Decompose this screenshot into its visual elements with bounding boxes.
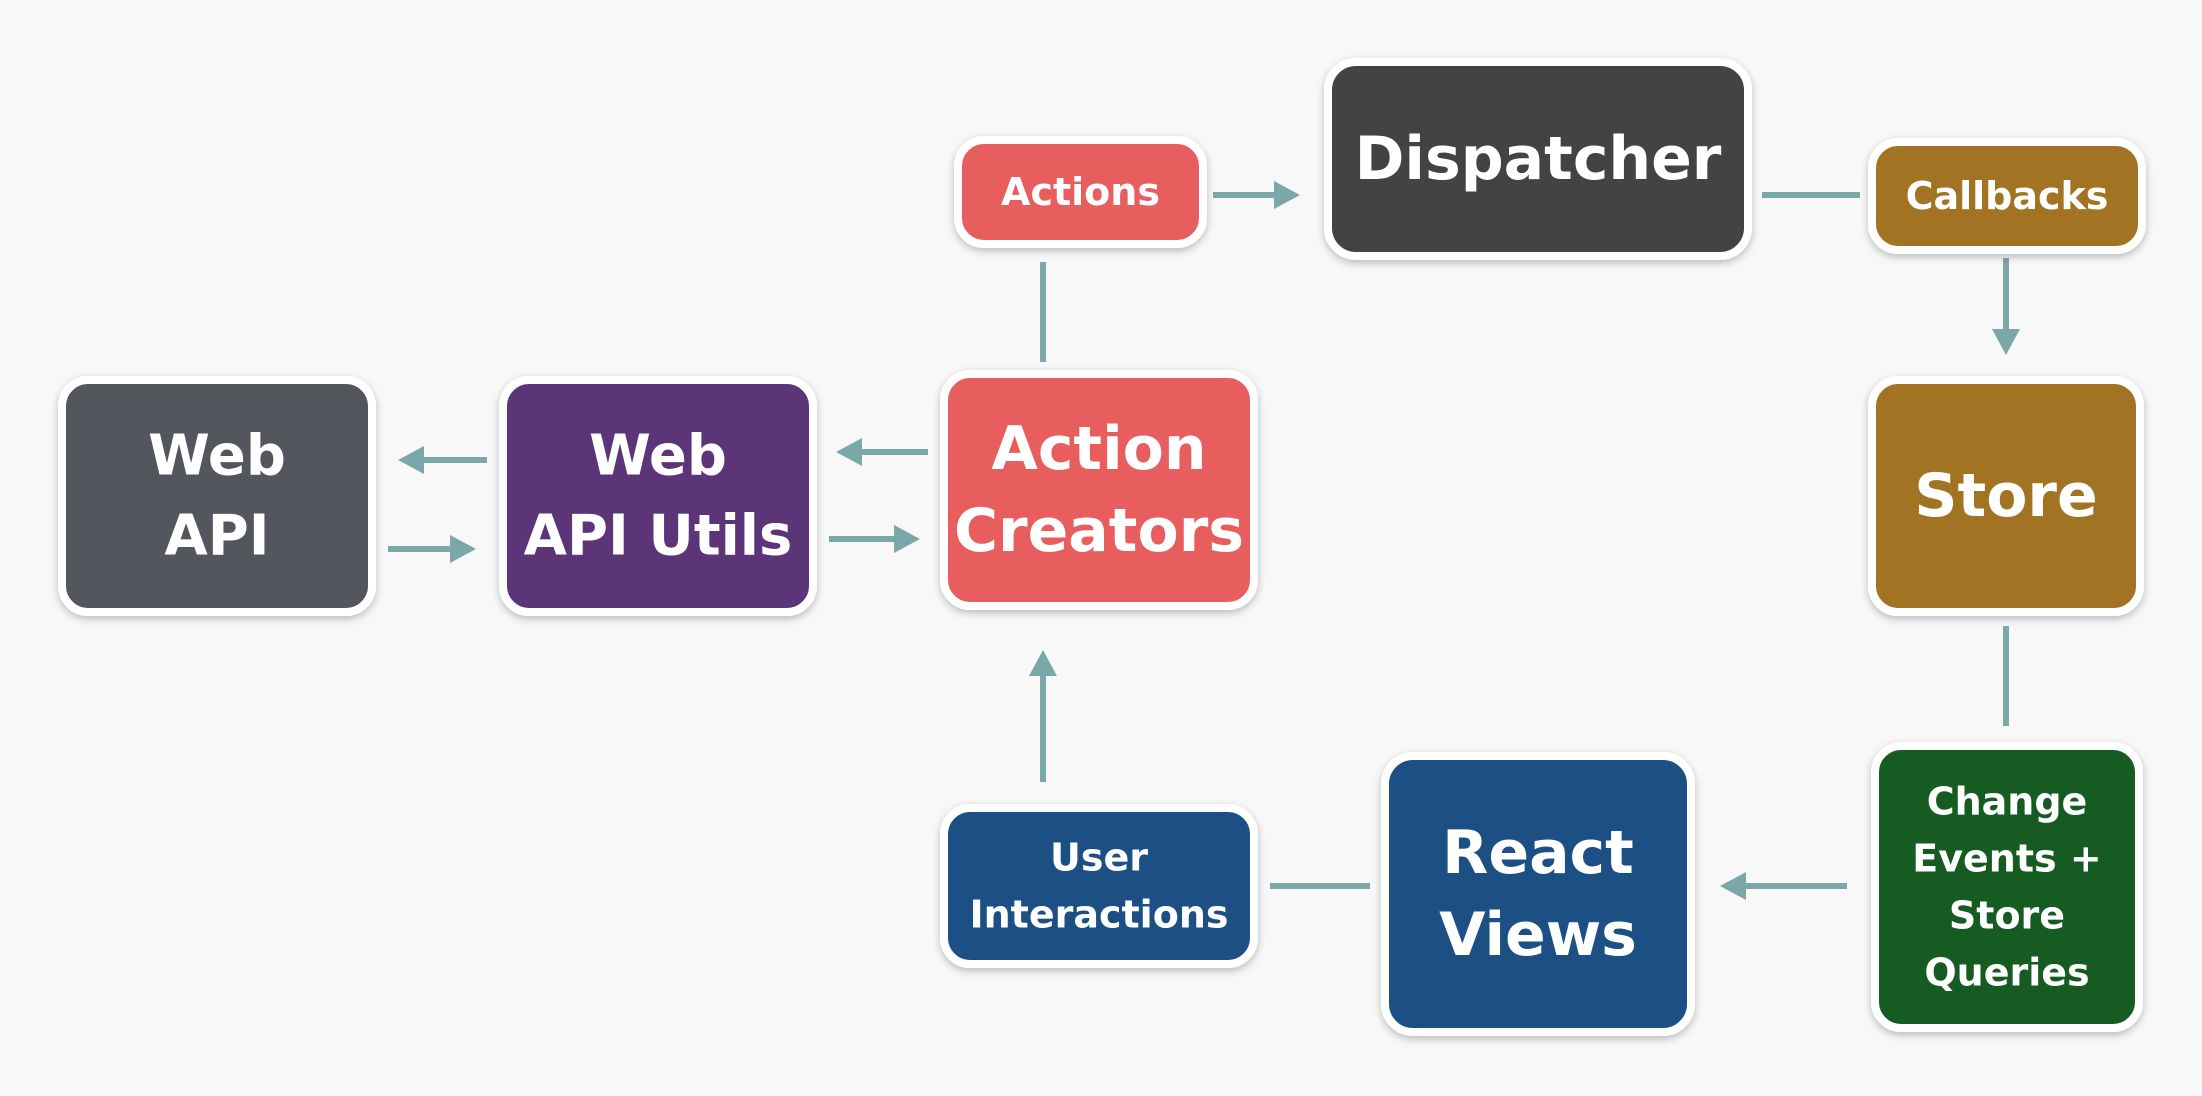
store-label-line: Store <box>1914 461 2097 531</box>
dispatcher-box <box>1324 58 1752 260</box>
change-events-box <box>1871 742 2143 1032</box>
web-api-label-line: Web <box>148 424 286 489</box>
user-interactions-box <box>940 804 1258 968</box>
web-api-utils-label-line: Web <box>589 424 727 489</box>
change-events-label-line: Store <box>1949 894 2065 938</box>
callbacks-box <box>1868 138 2146 254</box>
arrow-change-events-to-views-head <box>1720 872 1746 900</box>
change-events-label-line: Change <box>1927 780 2088 824</box>
arrow-webapi-to-utils-head <box>450 535 476 563</box>
change-events-label-line: Queries <box>1924 951 2089 995</box>
react-views-label-line: Views <box>1439 900 1637 970</box>
react-views-box <box>1381 752 1695 1036</box>
callbacks-label-line: Callbacks <box>1906 174 2109 218</box>
arrow-utils-to-webapi-head <box>398 446 424 474</box>
action-creators-box <box>940 370 1258 610</box>
actions-box <box>954 136 1207 248</box>
callbacks-node: Callbacks <box>1868 138 2146 254</box>
actions-label-line: Actions <box>1001 170 1160 214</box>
store-box <box>1868 376 2144 616</box>
user-interactions-label-line: User <box>1050 836 1148 880</box>
actions-node: Actions <box>954 136 1207 248</box>
arrow-interactions-to-creators-head <box>1029 650 1057 676</box>
arrow-utils-to-creators-head <box>894 525 920 553</box>
dispatcher-label-line: Dispatcher <box>1355 124 1722 194</box>
change-events-label-line: Events + <box>1912 837 2101 881</box>
web-api-box <box>58 376 376 616</box>
arrow-actions-to-dispatcher-head <box>1274 181 1300 209</box>
store-node: Store <box>1868 376 2144 616</box>
web-api-utils-label-line: API Utils <box>524 504 793 569</box>
action-creators-label-line: Creators <box>954 496 1244 566</box>
arrow-callbacks-to-store-head <box>1992 329 2020 355</box>
react-views-label-line: React <box>1442 818 1634 888</box>
action-creators-label-line: Action <box>991 414 1206 484</box>
dispatcher-node: Dispatcher <box>1324 58 1752 260</box>
user-interactions-label-line: Interactions <box>969 893 1228 937</box>
arrow-creators-to-utils-head <box>836 438 862 466</box>
web-api-label-line: API <box>164 504 269 569</box>
web-api-utils-box <box>499 376 817 616</box>
connectors <box>388 181 2020 900</box>
